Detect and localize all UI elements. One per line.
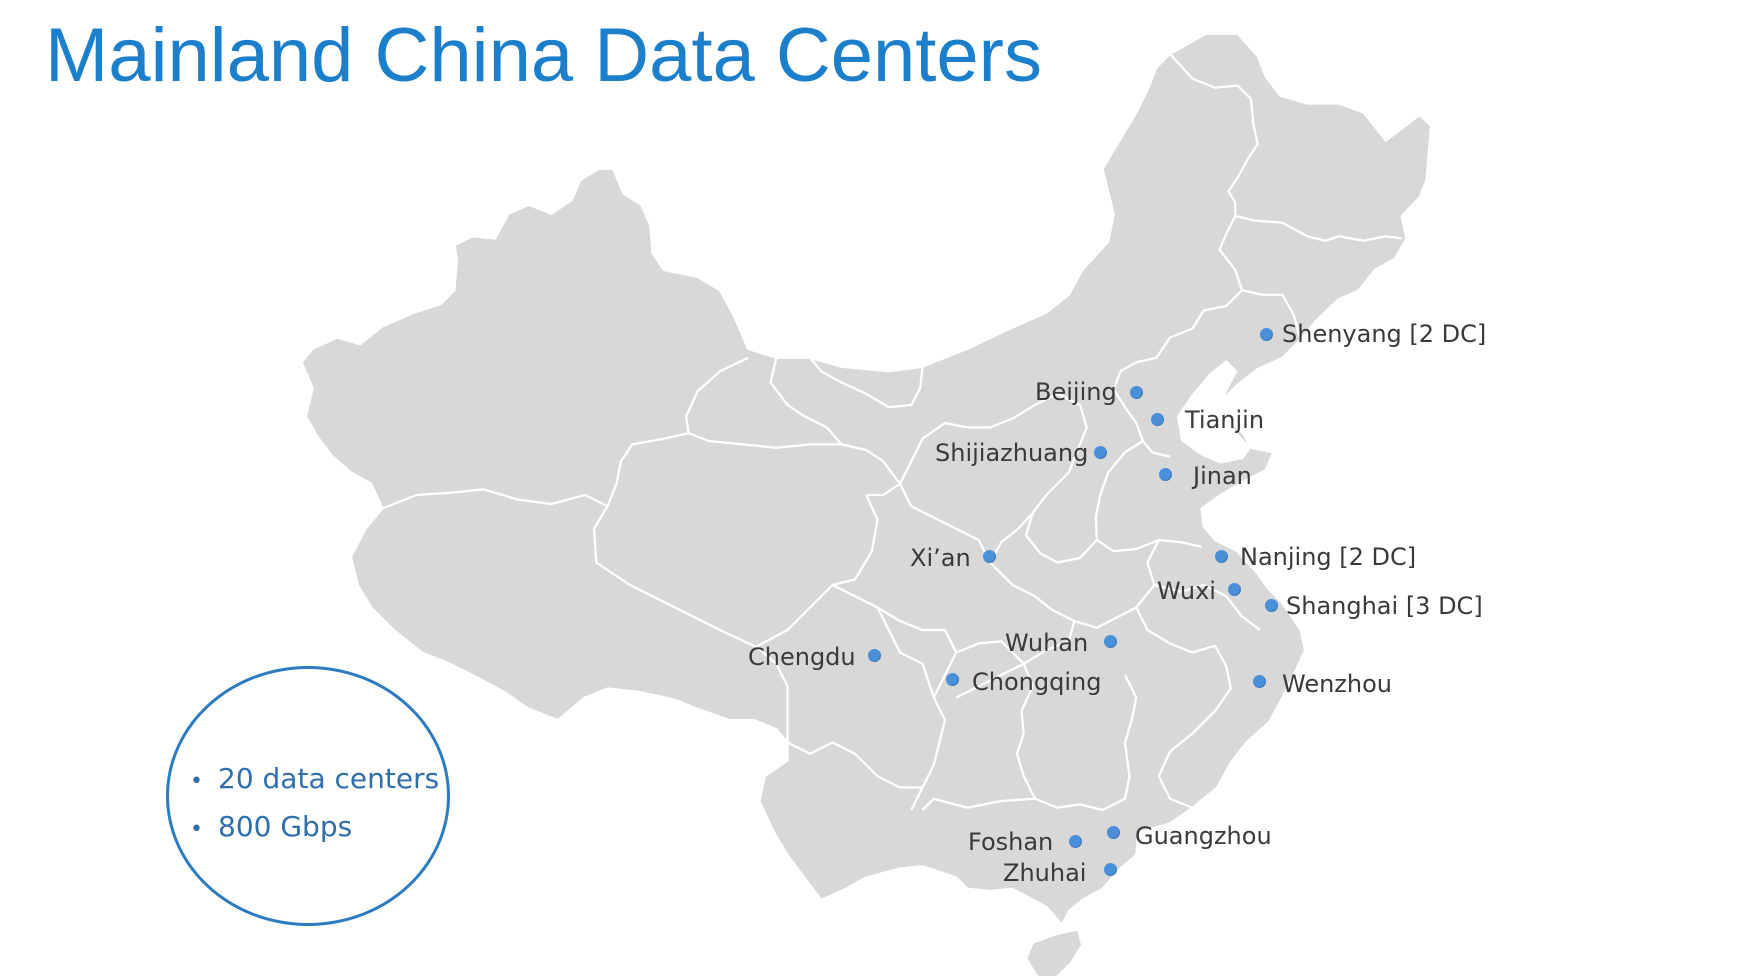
city-label: Tianjin — [1185, 406, 1265, 434]
location-dot-icon — [1214, 549, 1228, 563]
page-title: Mainland China Data Centers — [45, 13, 1042, 98]
city-label: Nanjing [2 DC] — [1240, 543, 1417, 571]
bullet-icon: • — [190, 817, 203, 842]
city-label: Guangzhou — [1135, 822, 1272, 850]
location-dot-icon — [1106, 825, 1120, 839]
city-label: Beijing — [1035, 378, 1117, 406]
location-dot-icon — [1093, 445, 1107, 459]
city-label: Shijiazhuang — [935, 439, 1089, 467]
city-label: Shanghai [3 DC] — [1286, 592, 1483, 620]
location-dot-icon — [1259, 327, 1273, 341]
location-dot-icon — [1150, 412, 1164, 426]
location-dot-icon — [1129, 385, 1143, 399]
stats-circle — [166, 666, 450, 926]
city-label: Wuxi — [1157, 577, 1216, 605]
city-label: Shenyang [2 DC] — [1282, 320, 1487, 348]
location-dot-icon — [1158, 467, 1172, 481]
hainan-outline — [1024, 928, 1084, 976]
location-dot-icon — [1227, 582, 1241, 596]
location-dot-icon — [1103, 862, 1117, 876]
stats-item-data-centers: • 20 data centers — [190, 756, 439, 804]
city-label: Chongqing — [972, 668, 1102, 696]
city-label: Foshan — [968, 828, 1054, 856]
location-dot-icon — [1103, 634, 1117, 648]
city-label: Jinan — [1193, 462, 1252, 490]
bohai-sea — [1176, 360, 1251, 464]
stats-list: • 20 data centers • 800 Gbps — [190, 756, 439, 852]
city-label: Wuhan — [1005, 629, 1089, 657]
stats-item-bandwidth: • 800 Gbps — [190, 804, 439, 852]
location-dot-icon — [1068, 834, 1082, 848]
location-dot-icon — [1252, 674, 1266, 688]
city-label: Chengdu — [748, 643, 856, 671]
city-label: Xi’an — [910, 544, 971, 572]
location-dot-icon — [1264, 598, 1278, 612]
stats-text: 800 Gbps — [218, 810, 353, 843]
mainland-outline — [300, 32, 1433, 926]
city-label: Zhuhai — [1003, 859, 1087, 887]
city-label: Wenzhou — [1282, 670, 1393, 698]
location-dot-icon — [945, 672, 959, 686]
location-dot-icon — [982, 549, 996, 563]
location-dot-icon — [867, 648, 881, 662]
bullet-icon: • — [190, 769, 203, 794]
stats-text: 20 data centers — [218, 762, 440, 795]
